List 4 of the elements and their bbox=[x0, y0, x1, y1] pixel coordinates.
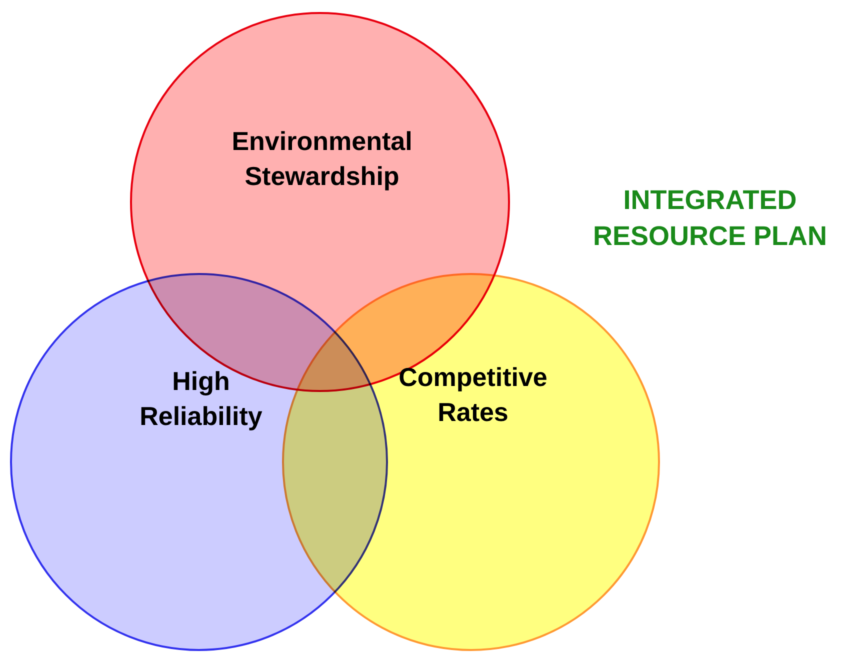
circle-label: Competitive Rates bbox=[398, 361, 548, 429]
circle-label: High Reliability bbox=[138, 365, 264, 433]
title: INTEGRATED RESOURCE PLAN bbox=[592, 184, 828, 253]
circle-label: Environmental Stewardship bbox=[230, 125, 414, 193]
